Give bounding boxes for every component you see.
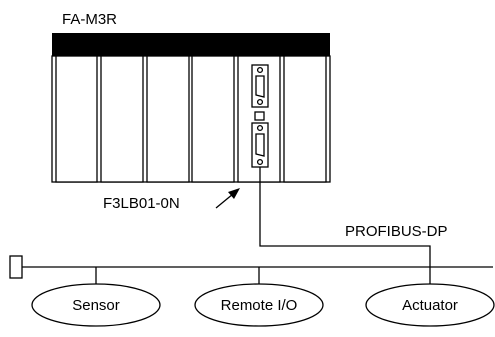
rack-slot-1 bbox=[55, 55, 98, 183]
module-cable bbox=[259, 167, 431, 267]
device-remote-io: Remote I/O bbox=[194, 283, 324, 327]
rack-slot-6 bbox=[283, 55, 327, 183]
rack-slot-3 bbox=[146, 55, 190, 183]
status-indicator bbox=[254, 111, 265, 121]
rack-slot-2 bbox=[100, 55, 144, 183]
device-actuator: Actuator bbox=[365, 283, 495, 327]
device-sensor-label: Sensor bbox=[72, 297, 120, 314]
module-arrow-icon bbox=[215, 188, 240, 209]
upper-connector-icon bbox=[251, 64, 269, 108]
rack-slot-4 bbox=[191, 55, 235, 183]
device-actuator-label: Actuator bbox=[402, 297, 458, 314]
plc-rack bbox=[51, 33, 331, 183]
plc-label: FA-M3R bbox=[62, 11, 117, 28]
lower-connector-icon bbox=[251, 122, 269, 168]
module-label: F3LB01-0N bbox=[103, 195, 180, 212]
device-sensor: Sensor bbox=[31, 283, 161, 327]
bus-label: PROFIBUS-DP bbox=[345, 223, 448, 240]
device-remote-io-label: Remote I/O bbox=[221, 297, 298, 314]
rack-top-bar bbox=[52, 33, 330, 56]
bus-terminator bbox=[9, 255, 23, 279]
